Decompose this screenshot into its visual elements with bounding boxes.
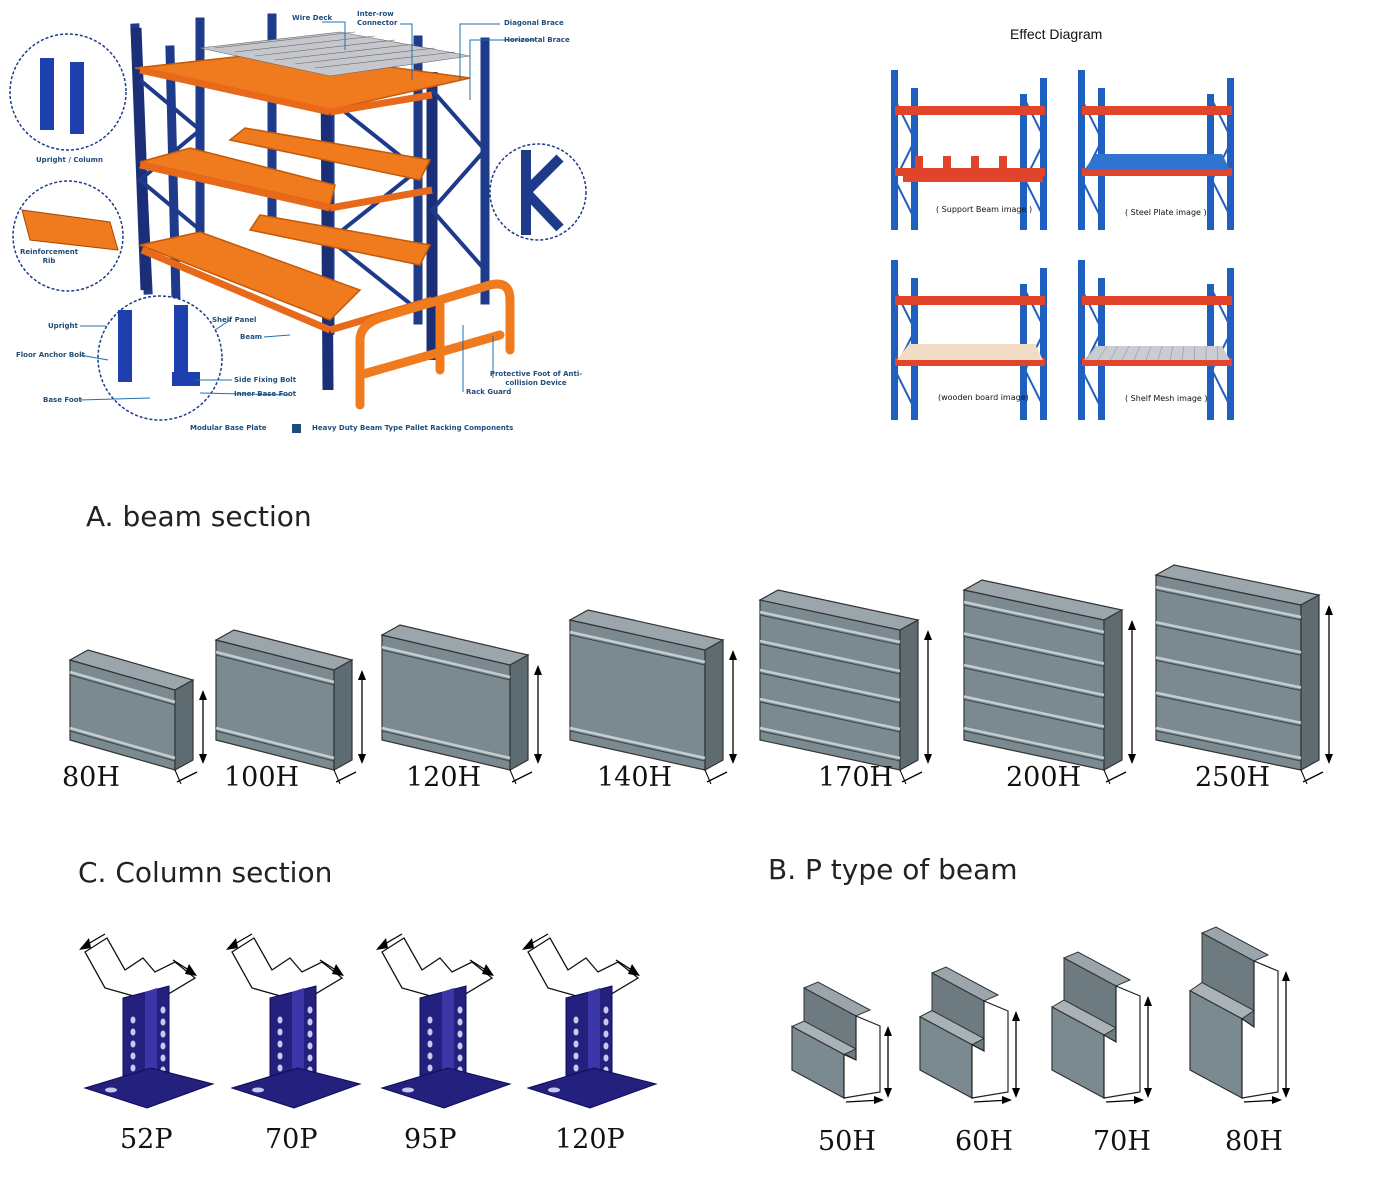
effect-caption-4: ( Shelf Mesh image ) [1125,394,1208,403]
beam-label-140H: 140H [597,762,673,793]
effect-unit-3 [891,260,1047,420]
column-label-52P: 52P [120,1124,173,1155]
label-horizontal-brace: Horizontal Brace [504,36,570,44]
column-52P [79,933,215,1109]
p-beam-60H [918,966,1020,1104]
column-label-120P: 120P [555,1124,625,1155]
column-70P [226,933,362,1109]
column-section-drawings [79,933,658,1109]
p-beam-50H [790,981,892,1104]
effect-caption-1: ( Support Beam image ) [936,205,1033,214]
beam-80H [68,649,207,785]
p-beam-80H [1189,926,1290,1104]
rack-illustration-icon [9,13,587,433]
column-section-title: C. Column section [78,856,333,889]
column-95P [376,933,512,1109]
beam-label-100H: 100H [224,762,300,793]
legend-text: Heavy Duty Beam Type Pallet Racking Comp… [312,424,514,432]
label-inner-base-foot: Inner Base Foot [234,390,297,398]
label-floor-anchor-bolt: Floor Anchor Bolt [16,351,85,359]
p-beam-section-title: B. P type of beam [768,853,1018,886]
effect-diagram: ( Support Beam image ) ( Steel Plate ima… [880,60,1250,440]
label-rack-guard: Rack Guard [466,388,512,396]
brace-detail-icon [521,150,564,235]
label-shelf-panel: Shelf Panel [212,316,257,324]
effect-unit-2 [1078,70,1234,230]
p-beam-70H [1050,951,1152,1104]
label-upright: Upright [48,322,78,330]
label-protective-foot: Protective Foot of Anti-collision Device [489,370,583,387]
upright-detail-icon [40,58,84,134]
label-wire-deck: Wire Deck [292,14,333,22]
column-label-70P: 70P [265,1124,318,1155]
beam-label-250H: 250H [1195,762,1271,793]
p-beam-label-70H: 70H [1093,1126,1151,1157]
effect-unit-4 [1078,260,1234,420]
label-modular-base-plate: Modular Base Plate [190,424,267,432]
label-side-fixing-bolt: Side Fixing Bolt [234,376,297,384]
beam-170H [758,589,932,785]
beam-label-120H: 120H [406,762,482,793]
effect-diagram-title: Effect Diagram [1010,26,1103,42]
beam-label-200H: 200H [1006,762,1082,793]
label-reinforcement-rib: Reinforcement Rib [20,248,79,265]
components-diagram: Wire Deck Inter-row Connector Diagonal B… [0,0,620,445]
beam-140H [568,609,737,785]
p-beam-label-80H: 80H [1225,1126,1283,1157]
rib-detail-icon [21,209,119,251]
beam-250H [1154,564,1333,785]
beam-120H [380,624,542,785]
label-inter-row-connector: Inter-row Connector [357,10,398,27]
label-upright-column: Upright / Column [36,156,103,164]
effect-unit-1 [891,70,1047,230]
beam-label-80H: 80H [62,762,120,793]
beam-label-170H: 170H [818,762,894,793]
label-base-foot: Base Foot [43,396,82,404]
label-diagonal-brace: Diagonal Brace [504,19,564,27]
p-beam-label-50H: 50H [818,1126,876,1157]
column-label-95P: 95P [404,1124,457,1155]
column-120P [522,933,658,1109]
base-detail-icon [118,305,200,386]
beam-100H [214,629,366,785]
label-beam: Beam [240,333,263,341]
effect-caption-3: (wooden board image) [938,393,1029,402]
effect-caption-2: ( Steel Plate image ) [1125,208,1207,217]
beam-section-title: A. beam section [86,500,312,533]
beam-section-drawings [68,564,1333,785]
p-beam-label-60H: 60H [955,1126,1013,1157]
beam-200H [962,579,1136,785]
p-beam-drawings [790,926,1290,1104]
